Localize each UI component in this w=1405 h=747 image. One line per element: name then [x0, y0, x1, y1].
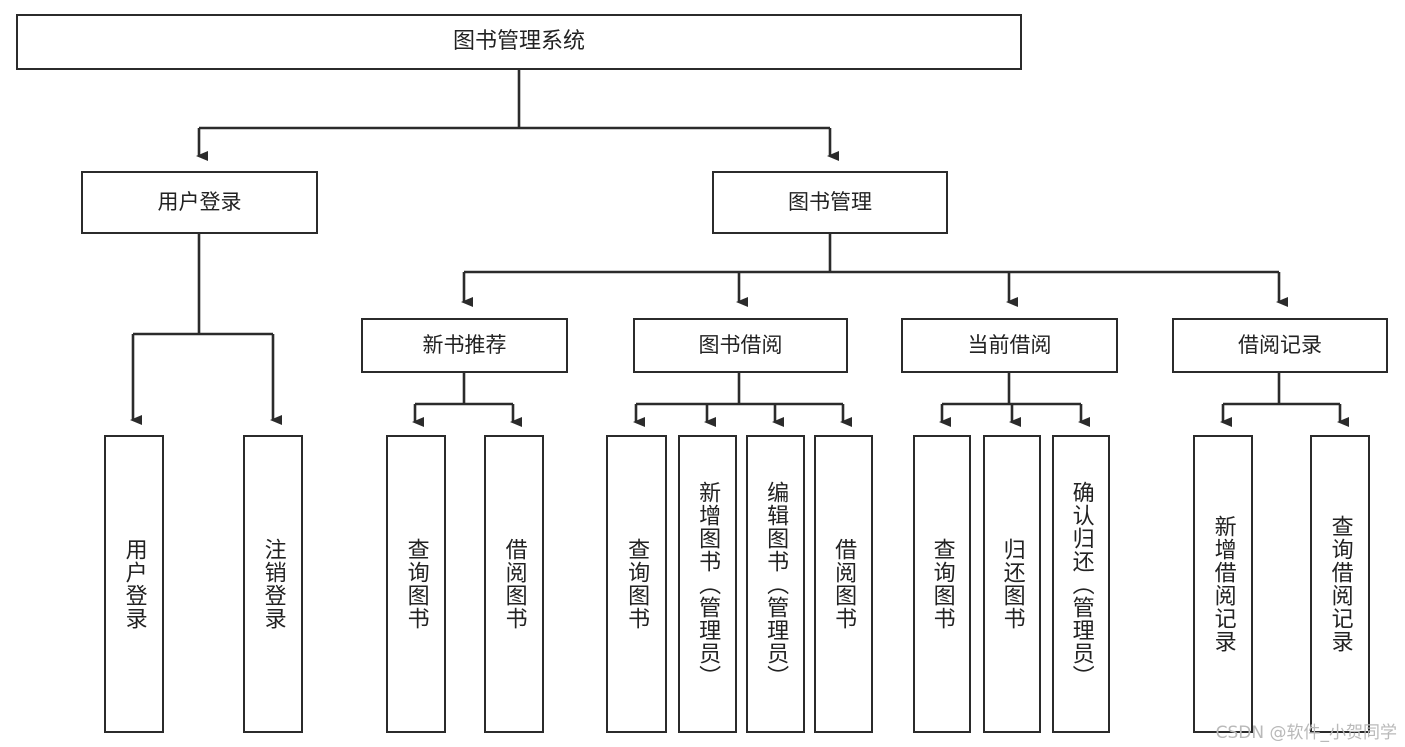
leaf-label: 查询借阅记录 — [1327, 515, 1353, 653]
leaf-add-borrow-record[interactable]: 新增借阅记录 — [1193, 435, 1253, 733]
leaf-return-book[interactable]: 归还图书 — [983, 435, 1041, 733]
node-label: 图书管理系统 — [452, 29, 585, 55]
leaf-label: 查询图书 — [403, 538, 429, 630]
node-label: 当前借阅 — [967, 333, 1052, 358]
watermark: CSDN @软件_小贺同学 — [1215, 723, 1397, 743]
node-label: 图书借阅 — [698, 333, 783, 358]
leaf-user-login[interactable]: 用户登录 — [104, 435, 164, 733]
leaf-edit-book-admin[interactable]: 编辑图书（管理员） — [746, 435, 805, 733]
node-root-system[interactable]: 图书管理系统 — [16, 14, 1022, 70]
node-borrow-record[interactable]: 借阅记录 — [1172, 318, 1388, 373]
node-book-borrow[interactable]: 图书借阅 — [633, 318, 848, 373]
leaf-label: 新增图书（管理员） — [695, 480, 721, 688]
node-label: 借阅记录 — [1238, 333, 1322, 358]
leaf-query-book-recommend[interactable]: 查询图书 — [386, 435, 446, 733]
leaf-confirm-return-admin[interactable]: 确认归还（管理员） — [1052, 435, 1110, 733]
leaf-logout[interactable]: 注销登录 — [243, 435, 303, 733]
leaf-borrow-book[interactable]: 借阅图书 — [814, 435, 873, 733]
leaf-label: 借阅图书 — [831, 538, 857, 630]
node-new-book-recommend[interactable]: 新书推荐 — [361, 318, 568, 373]
leaf-query-book-current[interactable]: 查询图书 — [913, 435, 971, 733]
leaf-label: 编辑图书（管理员） — [763, 480, 789, 688]
leaf-query-borrow-record[interactable]: 查询借阅记录 — [1310, 435, 1370, 733]
leaf-label: 归还图书 — [999, 538, 1025, 630]
leaf-label: 注销登录 — [260, 538, 286, 630]
leaf-borrow-book-recommend[interactable]: 借阅图书 — [484, 435, 544, 733]
leaf-label: 确认归还（管理员） — [1068, 480, 1094, 688]
node-label: 新书推荐 — [422, 333, 507, 358]
node-current-borrow[interactable]: 当前借阅 — [901, 318, 1118, 373]
leaf-label: 查询图书 — [929, 538, 955, 630]
leaf-label: 借阅图书 — [501, 538, 527, 630]
leaf-add-book-admin[interactable]: 新增图书（管理员） — [678, 435, 737, 733]
node-label: 图书管理 — [788, 190, 872, 215]
leaf-label: 用户登录 — [121, 538, 147, 630]
leaf-label: 新增借阅记录 — [1210, 515, 1236, 653]
node-user-login[interactable]: 用户登录 — [81, 171, 318, 234]
node-book-management[interactable]: 图书管理 — [712, 171, 948, 234]
leaf-query-book-borrow[interactable]: 查询图书 — [606, 435, 667, 733]
node-label: 用户登录 — [157, 190, 242, 215]
leaf-label: 查询图书 — [624, 538, 650, 630]
